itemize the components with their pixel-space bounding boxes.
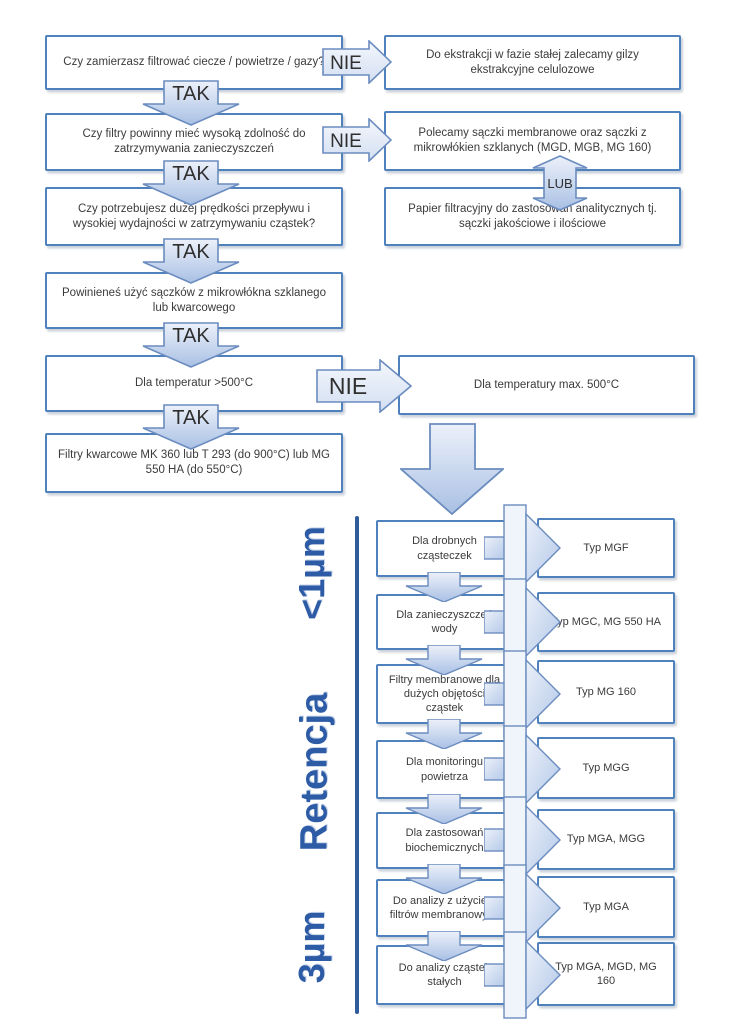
type-text: Typ MGA, MGD, MG 160 [555, 960, 657, 987]
lub-arrow: LUB [532, 155, 588, 211]
nie-label: NIE [330, 53, 362, 74]
result-box-max-500: Dla temperatury max. 500°C [398, 355, 695, 415]
question-text: Czy potrzebujesz dużej prędkości przepły… [72, 202, 316, 230]
use-box-1: Dla drobnych cząsteczek [376, 520, 513, 577]
type-text: Typ MGA [583, 900, 629, 913]
down-arrow-2 [405, 645, 483, 675]
nie-arrow-3: NIE [316, 359, 412, 413]
result-text: Dla temperatury max. 500°C [473, 378, 620, 391]
tak-label: TAK [172, 83, 210, 105]
result-text: Papier filtracyjny do zastosowań anality… [408, 202, 657, 230]
down-arrow-1 [405, 572, 483, 602]
tak-label: TAK [172, 241, 210, 263]
down-arrow-6 [405, 931, 483, 961]
result-text: Filtry kwarcowe MK 360 lub T 293 (do 900… [58, 449, 330, 476]
tak-label: TAK [172, 163, 210, 185]
retention-label-top: <1µm [291, 526, 332, 620]
result-text: Polecamy sączki membranowe oraz sączki z… [413, 127, 652, 154]
nie-arrow-1: NIE [322, 40, 392, 84]
tak-arrow-3: TAK [142, 238, 240, 284]
tak-label: TAK [172, 407, 210, 429]
type-text: Typ MGF [583, 541, 629, 554]
use-text: Dla zanieczyszczeń wody [396, 608, 493, 635]
use-text: Dla zastosowań biochemicznych [405, 827, 484, 854]
down-arrow-4 [405, 794, 483, 824]
result-box-extraction-thimbles: Do ekstrakcji w fazie stałej zalecamy gi… [384, 35, 681, 90]
question-text: Dla temperatur >500°C [134, 377, 254, 390]
use-text: Do analizy cząstek stałych [398, 961, 491, 988]
question-text: Czy filtry powinny mieć wysoką zdolność … [82, 128, 306, 155]
down-arrow-5 [405, 864, 483, 894]
type-text: Typ MGA, MGG [566, 833, 646, 846]
result-text: Do ekstrakcji w fazie stałej zalecamy gi… [426, 48, 639, 76]
result-box-filter-paper: Papier filtracyjny do zastosowań anality… [384, 187, 681, 246]
tak-label: TAK [172, 325, 210, 347]
type-box-6: Typ MGA [537, 876, 675, 938]
type-box-3: Typ MG 160 [537, 660, 675, 724]
use-text: Dla drobnych cząsteczek [412, 535, 477, 562]
down-arrow-3 [405, 719, 483, 749]
nie-label: NIE [329, 373, 367, 399]
tak-arrow-2: TAK [142, 160, 240, 206]
use-box-4: Dla monitoringu powietrza [376, 740, 513, 799]
nie-label: NIE [330, 131, 362, 152]
type-text: Typ MGC, MG 550 HA [550, 615, 662, 628]
use-text: Do analizy z użyciem filtrów membranowyc… [389, 894, 500, 921]
lub-label: LUB [547, 176, 572, 191]
tak-arrow-1: TAK [142, 80, 240, 126]
retention-label-bottom: 3µm [291, 910, 332, 984]
result-text: Powinieneś użyć sączków z mikrowłókna sz… [62, 286, 326, 314]
type-text: Typ MGG [582, 761, 630, 774]
right-arrow-7 [484, 931, 561, 1019]
nie-arrow-2: NIE [322, 118, 392, 162]
retention-axis-label: Retencja [293, 692, 336, 852]
right-arrow-3 [484, 650, 561, 738]
retention-axis-line [355, 516, 359, 1014]
question-text: Czy zamierzasz filtrować ciecze / powiet… [63, 56, 325, 69]
type-box-4: Typ MGG [537, 737, 675, 799]
right-arrow-4 [484, 725, 561, 813]
tak-arrow-5: TAK [142, 404, 240, 450]
use-text: Dla monitoringu powietrza [405, 756, 484, 783]
right-arrow-5 [484, 796, 561, 884]
right-arrow-2 [484, 578, 561, 666]
tak-arrow-4: TAK [142, 322, 240, 368]
type-text: Typ MG 160 [576, 685, 636, 698]
right-arrow-6 [484, 864, 561, 952]
use-text: Filtry membranowe dla dużych objętości c… [388, 673, 501, 715]
big-down-arrow [400, 423, 504, 515]
